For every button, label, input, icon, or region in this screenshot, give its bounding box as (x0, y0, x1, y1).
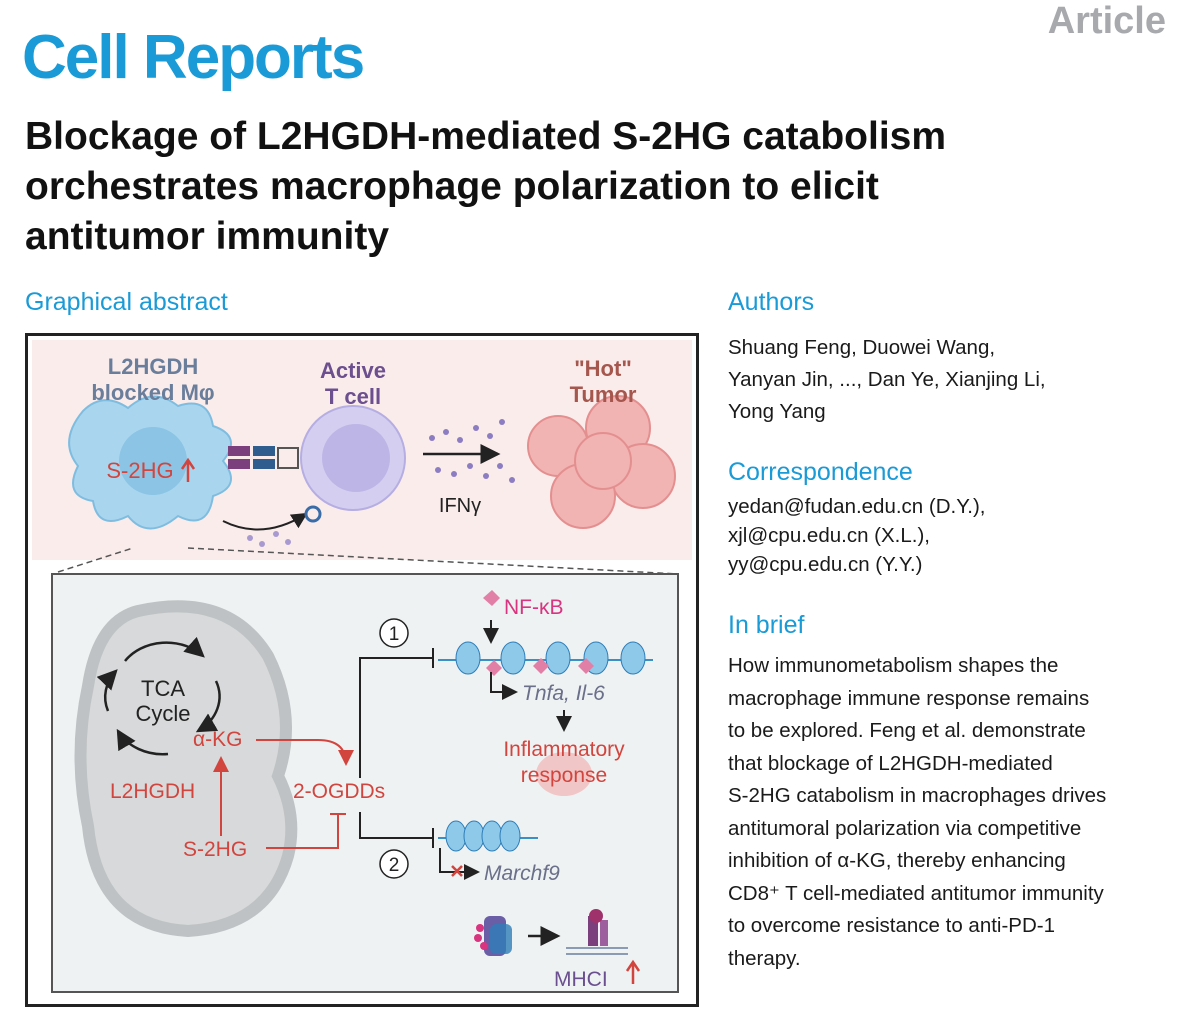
correspondence-heading: Correspondence (728, 458, 913, 486)
mhci-molecule-icon (566, 909, 628, 955)
tca-cycle-icon (96, 636, 221, 756)
zoom-line-left (57, 547, 134, 573)
brief-line: to overcome resistance to anti-PD-1 (728, 914, 1055, 937)
chromatin-closed (438, 820, 538, 852)
transcription-arrow-1 (490, 672, 518, 700)
up-arrow-icon (180, 457, 196, 482)
step-2-number: 2 (389, 855, 400, 876)
authors-list: Shuang Feng, Duowei Wang, Yanyan Jin, ..… (728, 332, 1178, 428)
brief-line: CD8⁺ T cell-mediated antitumor immunity (728, 881, 1104, 905)
author-line: Shuang Feng, Duowei Wang, (728, 336, 996, 359)
correspondence-email[interactable]: xjl@cpu.edu.cn (X.L.), (728, 524, 930, 547)
mhci-label: MHCI (554, 968, 608, 991)
ogdds-label: 2-OGDDs (293, 780, 385, 803)
author-line: Yong Yang (728, 400, 826, 423)
receptor-icon (304, 505, 322, 523)
graphical-abstract-figure: L2HGDH blocked Mφ S-2HG Active T cell (25, 333, 699, 1007)
article-title: Blockage of L2HGDH-mediated S-2HG catabo… (25, 112, 1155, 262)
authors-heading: Authors (728, 288, 815, 316)
macrophage-label-2: blocked Mφ (91, 380, 214, 405)
t-cell-nucleus (322, 424, 390, 492)
in-brief-heading: In brief (728, 611, 805, 639)
macrophage-cell (68, 395, 232, 530)
title-line: Blockage of L2HGDH-mediated S-2HG catabo… (25, 115, 947, 158)
correspondence-list: yedan@fudan.edu.cn (D.Y.), xjl@cpu.edu.c… (728, 492, 1178, 579)
title-line: orchestrates macrophage polarization to … (25, 165, 879, 208)
inflam-label-1: Inflammatory (503, 738, 625, 761)
nfkb-label: NF-κB (504, 596, 564, 619)
journal-logo: Cell Reports (22, 23, 365, 92)
ifng-molecules (429, 419, 515, 483)
tcell-label-2: T cell (325, 384, 381, 409)
brief-line: therapy. (728, 946, 801, 970)
macrophage-label-1: L2HGDH (108, 354, 198, 379)
branch-1-inhibition (359, 648, 434, 778)
tumor-label-2: Tumor (570, 382, 637, 407)
author-line: Yanyan Jin, ..., Dan Ye, Xianjing Li, (728, 368, 1046, 391)
secretion-arrow (222, 512, 308, 531)
brief-line: to be explored. Feng et al. demonstrate (728, 719, 1086, 742)
mhci-up-arrow-icon (625, 959, 641, 984)
proteasome-icon (474, 916, 512, 956)
brief-line: inhibition of α-KG, thereby enhancing (728, 849, 1066, 872)
brief-line: S-2HG catabolism in macrophages drives (728, 784, 1107, 807)
tcell-label-1: Active (320, 358, 386, 383)
tca-label-1: TCA (141, 676, 185, 701)
in-brief-text: How immunometabolism shapes the macropha… (728, 650, 1178, 975)
s2hg-up-label: S-2HG (106, 458, 173, 483)
mitochondrion (74, 600, 298, 938)
graphical-abstract-heading: Graphical abstract (25, 288, 228, 316)
akg-label: α-KG (193, 728, 242, 751)
l2hgdh-label: L2HGDH (110, 780, 195, 803)
chromatin-open (438, 641, 653, 676)
step-1-number: 1 (389, 624, 400, 645)
marchf9-label: Marchf9 (484, 862, 560, 885)
inflam-label-2: response (521, 764, 607, 787)
step-2-badge (379, 849, 409, 879)
tca-label-2: Cycle (135, 701, 190, 726)
graphical-abstract-svg: L2HGDH blocked Mφ S-2HG Active T cell (32, 340, 692, 993)
correspondence-email[interactable]: yy@cpu.edu.cn (Y.Y.) (728, 553, 923, 576)
blocked-x-icon (451, 865, 463, 877)
brief-line: macrophage immune response remains (728, 686, 1090, 710)
correspondence-email[interactable]: yedan@fudan.edu.cn (D.Y.), (728, 495, 986, 518)
s2hg-label: S-2HG (183, 838, 247, 861)
transcription-arrow-2 (439, 848, 480, 880)
secreted-molecules (247, 531, 291, 547)
brief-line: How immunometabolism shapes the (728, 654, 1059, 677)
receptor-complex-icon (228, 446, 299, 469)
nfkb-icon (483, 590, 500, 606)
step-1-badge (379, 618, 409, 648)
brief-line: that blockage of L2HGDH-mediated (728, 751, 1053, 775)
zoom-line-right (187, 547, 679, 575)
inflammation-glow (536, 752, 592, 796)
tumor-cluster (527, 395, 676, 529)
genes-label-1: Tnfa, Il-6 (522, 682, 605, 705)
article-type-tag: Article (1047, 0, 1166, 42)
akg-to-ogdds-arrow (256, 739, 354, 766)
branch-2-inhibition (359, 812, 434, 848)
tumor-label-1: "Hot" (574, 356, 632, 381)
brief-line: antitumoral polarization via competitive (728, 816, 1082, 840)
title-line: antitumor immunity (25, 215, 390, 258)
ifng-label: IFNγ (439, 495, 481, 517)
s2hg-inhibits-ogdds (266, 813, 346, 849)
